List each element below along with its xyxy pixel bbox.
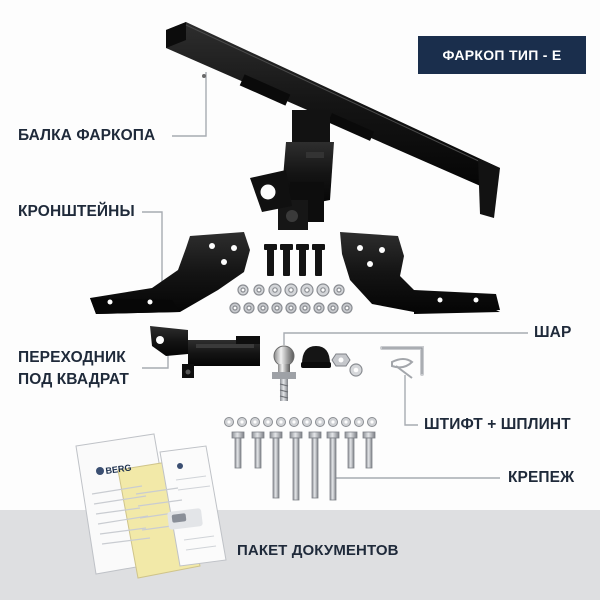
square-adapter (150, 326, 260, 378)
title-badge: ФАРКОП ТИП - Е (418, 36, 586, 74)
washer-rows (229, 283, 353, 314)
document-packet: BERG (75, 433, 227, 579)
label-ball: ШАР (534, 324, 572, 341)
leader-ball (283, 332, 528, 345)
fastener-set (224, 417, 377, 501)
documents-brand: BERG (105, 462, 132, 476)
leader-beam (172, 72, 207, 137)
hitch-pin (380, 346, 424, 379)
leader-lines (142, 72, 528, 479)
ball-nut (331, 353, 351, 367)
label-fasteners: КРЕПЕЖ (508, 469, 575, 486)
title-text: ФАРКОП ТИП - Е (442, 47, 562, 63)
label-brackets: КРОНШТЕЙНЫ (18, 203, 135, 220)
leader-brackets (142, 211, 163, 298)
label-documents: ПАКЕТ ДОКУМЕНТОВ (237, 542, 399, 559)
ball-cap (301, 346, 331, 368)
right-bracket (340, 232, 500, 314)
tow-beam (166, 22, 500, 218)
ball-washer (349, 363, 363, 377)
bracket-bolts (264, 244, 325, 276)
label-pin: ШТИФТ + ШПЛИНТ (424, 416, 571, 433)
left-bracket (90, 232, 250, 314)
label-adapter-line2: ПОД КВАДРАТ (18, 371, 130, 388)
hitch-mount (250, 110, 334, 230)
tow-ball (272, 345, 296, 401)
label-adapter-line1: ПЕРЕХОДНИК (18, 349, 126, 366)
leader-pin (404, 375, 418, 426)
label-beam: БАЛКА ФАРКОПА (18, 127, 156, 144)
